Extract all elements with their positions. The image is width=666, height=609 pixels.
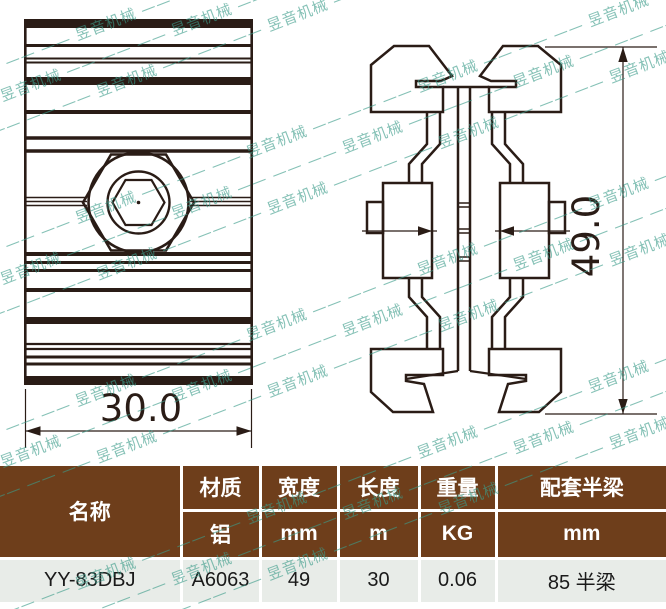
hex-bolt [81, 151, 196, 254]
header-length: 长度 [336, 466, 421, 512]
header-weight: 重量 [417, 466, 498, 512]
header-name: 名称 [0, 466, 183, 560]
front-view [23, 18, 253, 385]
unit-material: 铝 [181, 508, 262, 560]
unit-length: m [336, 508, 421, 560]
header-material: 材质 [179, 466, 262, 512]
cell-weight: 0.06 [417, 556, 498, 602]
unit-weight: KG [417, 508, 498, 560]
front-dimension-label: 30.0 [100, 387, 182, 430]
cell-beam: 85 半梁 [494, 556, 666, 602]
side-dimension [545, 46, 657, 415]
unit-beam: mm [494, 508, 666, 560]
cell-material: A6063 [179, 556, 262, 602]
cell-name: YY-83DBJ [0, 556, 183, 602]
cell-width: 49 [258, 556, 340, 602]
table-row: YY-83DBJ A6063 49 30 0.06 85 半梁 [0, 556, 666, 602]
front-dimension [24, 389, 253, 448]
drawing-area: 30.0 [23, 18, 657, 448]
cell-length: 30 [336, 556, 421, 602]
header-width: 宽度 [258, 466, 340, 512]
unit-width: mm [258, 508, 340, 560]
side-view [362, 44, 570, 414]
header-beam: 配套半梁 [494, 466, 666, 512]
side-dimension-label: 49.0 [565, 195, 608, 277]
spec-table: 名称 材质 宽度 长度 重量 配套半梁 铝 mm m KG mm YY-83DB… [0, 466, 666, 602]
